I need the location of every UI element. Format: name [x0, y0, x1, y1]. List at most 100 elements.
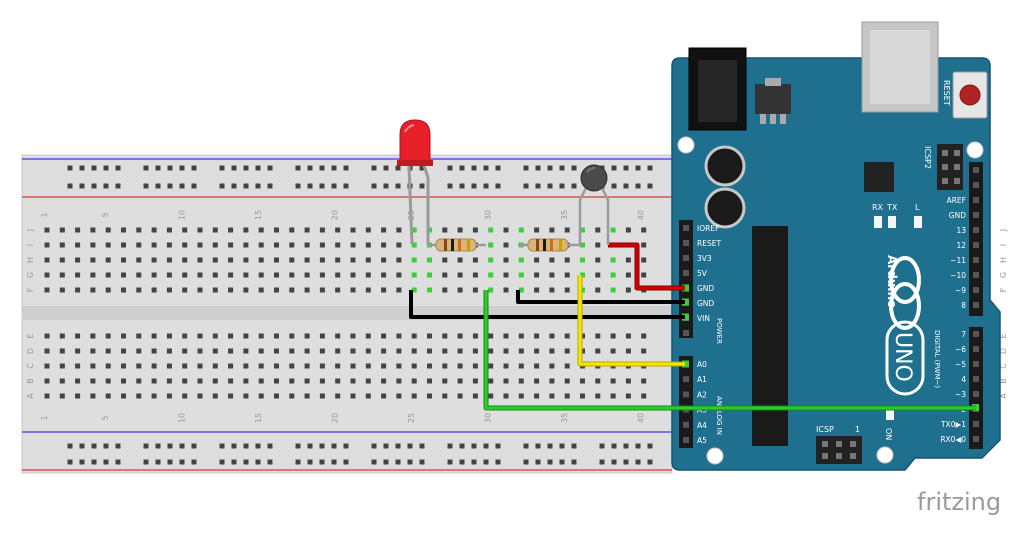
rail-hole	[611, 183, 617, 189]
breadboard-hole	[335, 242, 341, 248]
connected-pin	[682, 360, 689, 368]
rail-hole	[243, 165, 249, 171]
wire-red-5v	[608, 243, 685, 290]
breadboard-hole	[457, 272, 463, 278]
wire-black-gnd-1	[516, 290, 685, 304]
icsp-pin	[822, 453, 828, 459]
breadboard-hole	[518, 257, 524, 263]
arduino-board: RESET ICSP2 RX TX L Arduino UNO ICSP 1	[671, 21, 1001, 471]
header-pin	[973, 242, 979, 248]
breadboard-hole	[472, 378, 478, 384]
breadboard-hole	[457, 363, 463, 369]
breadboard-hole	[212, 242, 218, 248]
header-pin	[973, 227, 979, 233]
breadboard-hole	[121, 227, 126, 233]
rail-hole	[191, 165, 197, 171]
breadboard-hole	[90, 393, 96, 399]
breadboard-hole	[121, 393, 126, 399]
breadboard-hole	[304, 348, 310, 354]
row-letter: D	[999, 348, 1008, 354]
rail-hole	[623, 443, 629, 449]
breadboard-hole	[105, 272, 111, 278]
rail-hole	[447, 165, 453, 171]
breadboard-hole	[442, 272, 448, 278]
capacitor	[704, 145, 746, 187]
breadboard-hole	[350, 242, 356, 248]
breadboard-hole	[228, 242, 234, 248]
rail-hole	[571, 443, 577, 449]
power-pin-label: 5V	[697, 269, 708, 278]
breadboard-hole	[503, 363, 509, 369]
digital-pin-label: 12	[956, 241, 966, 250]
analog-pin-label: A2	[697, 390, 707, 399]
breadboard-hole	[319, 227, 325, 233]
breadboard-hole	[258, 378, 264, 384]
breadboard: 11551010151520202525303035354040JJIIHHGG…	[21, 154, 1008, 474]
breadboard-hole	[580, 227, 585, 233]
mounting-hole	[677, 136, 695, 154]
rail-hole	[495, 165, 501, 171]
breadboard-hole	[595, 242, 601, 248]
breadboard-hole	[228, 393, 234, 399]
breadboard-hole	[243, 348, 249, 354]
breadboard-hole	[641, 393, 647, 399]
breadboard-hole	[564, 348, 570, 354]
breadboard-hole	[472, 363, 478, 369]
breadboard-hole	[503, 333, 509, 339]
breadboard-hole	[75, 257, 81, 263]
breadboard-hole	[610, 287, 616, 293]
breadboard-hole	[457, 333, 463, 339]
rail-hole	[307, 443, 313, 449]
breadboard-hole	[641, 227, 647, 233]
rail-hole	[219, 183, 225, 189]
rail-hole	[523, 165, 529, 171]
breadboard-hole	[335, 393, 341, 399]
breadboard-hole	[534, 257, 540, 263]
column-number: 30	[484, 210, 493, 220]
rail-hole	[611, 165, 617, 171]
breadboard-hole	[136, 227, 142, 233]
breadboard-hole	[136, 378, 142, 384]
breadboard-hole	[595, 227, 601, 233]
arduino-logo: Arduino	[885, 255, 921, 330]
breadboard-hole	[75, 333, 81, 339]
row-letter: C	[26, 363, 35, 369]
breadboard-hole	[59, 333, 65, 339]
rail-hole	[79, 165, 85, 171]
rail-hole	[447, 183, 453, 189]
breadboard-hole	[274, 363, 279, 369]
breadboard-hole	[564, 257, 570, 263]
breadboard-hole	[212, 333, 218, 339]
rail-hole	[635, 443, 641, 449]
breadboard-hole	[304, 287, 310, 293]
rail-hole	[243, 183, 249, 189]
rail-hole	[371, 183, 377, 189]
breadboard-hole	[59, 257, 65, 263]
rail-hole	[483, 443, 489, 449]
breadboard-hole	[212, 363, 218, 369]
breadboard-hole	[151, 257, 157, 263]
breadboard-hole	[442, 378, 448, 384]
breadboard-hole	[427, 363, 432, 369]
breadboard-hole	[625, 287, 631, 293]
breadboard-hole	[90, 257, 96, 263]
header-pin	[973, 302, 979, 308]
column-number: 30	[484, 413, 493, 423]
breadboard-hole	[258, 227, 264, 233]
breadboard-hole	[472, 333, 478, 339]
rail-hole	[459, 165, 465, 171]
breadboard-hole	[304, 393, 310, 399]
breadboard-hole	[350, 393, 356, 399]
column-number: 1	[40, 212, 49, 217]
breadboard-hole	[534, 393, 540, 399]
rail-hole	[471, 443, 477, 449]
icsp2-pin	[954, 150, 960, 156]
breadboard-hole	[121, 287, 126, 293]
rail-hole	[167, 183, 173, 189]
breadboard-hole	[289, 378, 295, 384]
header-pin	[683, 437, 689, 443]
breadboard-hole	[59, 272, 65, 278]
breadboard-hole	[472, 393, 478, 399]
rail-hole	[91, 165, 97, 171]
column-number: 40	[637, 210, 646, 220]
